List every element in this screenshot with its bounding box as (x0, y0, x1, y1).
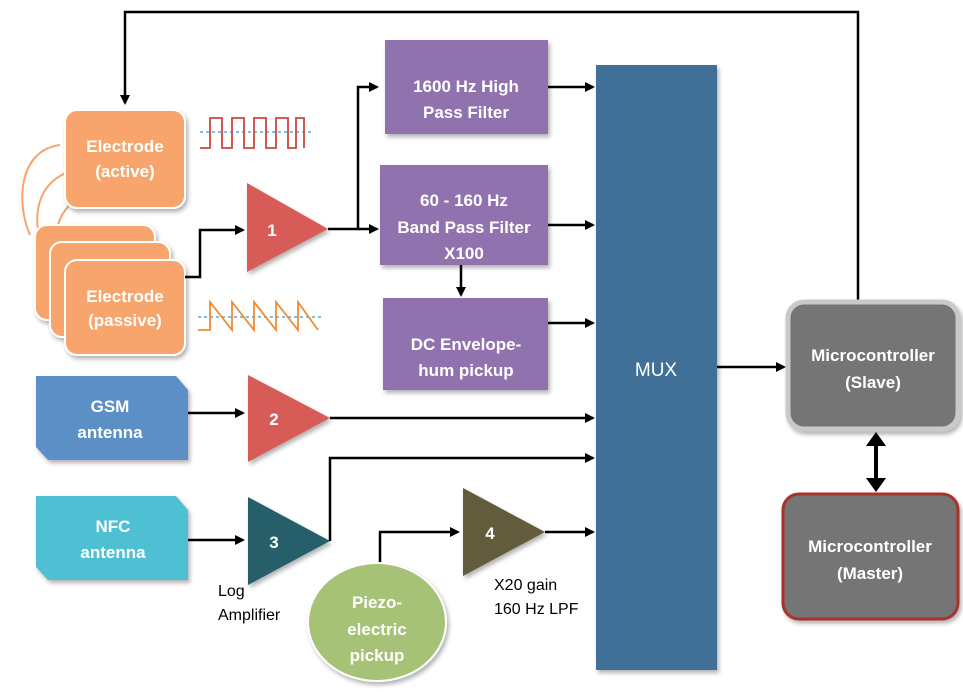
electrode-active-label-1: Electrode (86, 137, 163, 156)
lpf-caption-2: 160 Hz LPF (494, 601, 579, 618)
amplifier-1 (247, 183, 328, 272)
mux-block (596, 65, 717, 670)
band-pass-filter-label-2: Band Pass Filter (397, 218, 531, 237)
electrode-passive-stack (34, 224, 186, 356)
nfc-antenna (36, 496, 188, 580)
square-wave (200, 117, 312, 149)
band-pass-filter-label-3: X100 (444, 244, 484, 263)
gsm-antenna-label-1: GSM (91, 397, 130, 416)
nfc-antenna-label-2: antenna (80, 543, 146, 562)
high-pass-filter-label-2: Pass Filter (423, 103, 509, 122)
dc-envelope-pickup (383, 298, 548, 390)
piezo-label-3: pickup (350, 646, 405, 665)
dc-envelope-label-1: DC Envelope- (411, 335, 522, 354)
electrode-passive-label-1: Electrode (86, 287, 163, 306)
nfc-antenna-label-1: NFC (96, 517, 131, 536)
electrode-passive (64, 259, 186, 356)
triangle-wave (198, 299, 322, 333)
lpf-caption-1: X20 gain (494, 577, 557, 594)
amplifier-4-label: 4 (485, 524, 495, 543)
log-amplifier-caption-2: Amplifier (218, 607, 281, 624)
feedback-line (120, 10, 860, 302)
log-amplifier-caption-1: Log (218, 583, 245, 600)
amplifier-3 (248, 497, 330, 585)
line-slave-master (866, 432, 886, 492)
gsm-antenna-label-2: antenna (77, 423, 143, 442)
amplifier-3-label: 3 (269, 533, 278, 552)
line-electrode-amp1 (185, 225, 245, 279)
high-pass-filter (385, 40, 548, 134)
line-piezo-amp4 (378, 527, 460, 565)
high-pass-filter-label-1: 1600 Hz High (413, 77, 519, 96)
band-pass-filter (380, 165, 548, 265)
dc-envelope-label-2: hum pickup (418, 361, 513, 380)
piezo-pickup (307, 562, 447, 682)
piezo-label-1: Piezo- (352, 593, 402, 612)
microcontroller-master (781, 492, 960, 621)
amplifier-2 (248, 375, 330, 462)
line-amp3-mux (328, 453, 595, 541)
electrode-active-label-2: (active) (95, 162, 155, 181)
electrode-passive-label-2: (passive) (88, 311, 162, 330)
amplifier-4 (463, 488, 545, 576)
band-pass-filter-label-1: 60 - 160 Hz (420, 191, 508, 210)
amplifier-1-label: 1 (267, 221, 276, 240)
mcu-master-label-1: Microcontroller (808, 537, 932, 556)
mcu-slave-label-1: Microcontroller (811, 346, 935, 365)
mcu-master-label-2: (Master) (837, 564, 903, 583)
amplifier-2-label: 2 (269, 410, 278, 429)
line-amp1-hpf (328, 82, 379, 231)
gsm-antenna (36, 376, 188, 460)
microcontroller-slave (785, 299, 961, 432)
mux-label: MUX (635, 360, 678, 381)
electrode-active (64, 109, 186, 209)
piezo-label-2: electric (347, 620, 407, 639)
mcu-slave-label-2: (Slave) (845, 373, 901, 392)
